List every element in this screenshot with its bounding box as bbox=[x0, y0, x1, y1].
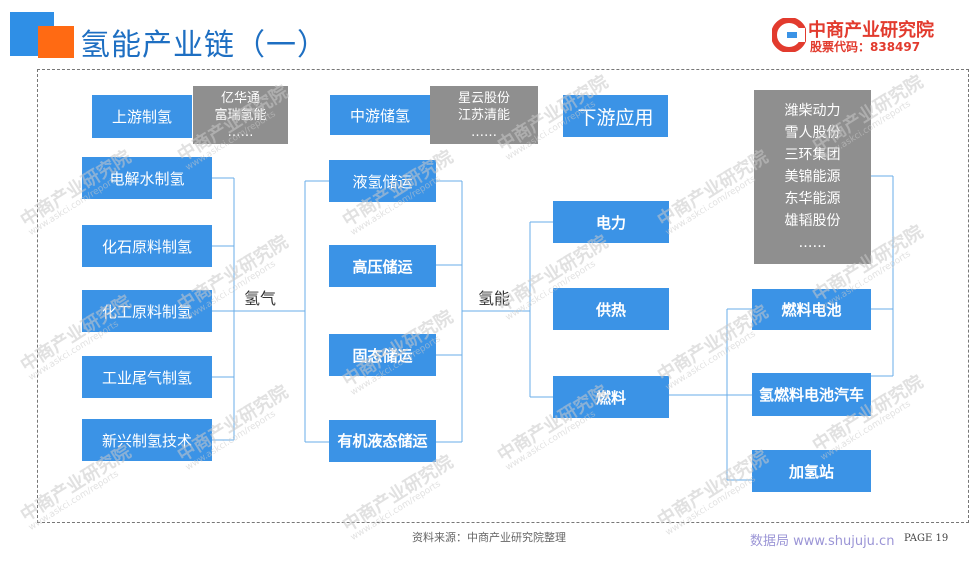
downstream-use: 供热 bbox=[553, 288, 669, 330]
midstream-method: 有机液态储运 bbox=[329, 420, 436, 462]
footer-site: 数据局 www.shujuju.cn bbox=[750, 534, 895, 549]
upstream-method-label: 电解水制氢 bbox=[109, 169, 185, 188]
midstream-companies: 星云股份 江苏清能 …… bbox=[430, 86, 538, 144]
fuel-use-label: 氢燃料电池汽车 bbox=[758, 385, 864, 404]
downstream-use: 燃料 bbox=[553, 376, 669, 418]
downstream-use-label: 燃料 bbox=[595, 388, 626, 407]
upstream-company: 亿华通 bbox=[220, 90, 260, 106]
midstream-method-label: 高压储运 bbox=[352, 257, 413, 276]
upstream-method-label: 化工原料制氢 bbox=[101, 302, 192, 321]
upstream-header: 上游制氢 bbox=[92, 95, 192, 138]
downstream-company: 东华能源 bbox=[784, 191, 841, 207]
midstream-header: 中游储氢 bbox=[330, 95, 430, 135]
upstream-companies: 亿华通 富瑞氢能 …… bbox=[193, 86, 288, 144]
downstream-company: 三环集团 bbox=[784, 147, 841, 163]
upstream-method-label: 化石原料制氢 bbox=[101, 237, 192, 256]
fuel-use: 加氢站 bbox=[752, 450, 871, 492]
hydrogen-energy-label: 氢能 bbox=[478, 289, 511, 308]
upstream-method: 工业尾气制氢 bbox=[82, 356, 212, 398]
title-square-orange bbox=[38, 26, 74, 58]
midstream-method-label: 固态储运 bbox=[352, 346, 413, 365]
upstream-method: 新兴制氢技术 bbox=[82, 419, 212, 461]
upstream-method-label: 工业尾气制氢 bbox=[101, 368, 192, 387]
upstream-method: 电解水制氢 bbox=[82, 157, 212, 199]
diagram-frame bbox=[37, 69, 969, 523]
upstream-method: 化石原料制氢 bbox=[82, 225, 212, 267]
downstream-company: 雄韬股份 bbox=[784, 213, 841, 229]
midstream-method: 高压储运 bbox=[329, 245, 436, 287]
downstream-company: 潍柴动力 bbox=[784, 103, 841, 119]
brand-stock-code: 股票代码：838497 bbox=[810, 40, 921, 54]
upstream-company: 富瑞氢能 bbox=[214, 107, 267, 123]
downstream-company: 雪人股份 bbox=[784, 125, 841, 141]
downstream-use-label: 电力 bbox=[595, 213, 626, 232]
upstream-company: …… bbox=[227, 124, 254, 140]
fuel-use: 氢燃料电池汽车 bbox=[752, 373, 871, 416]
downstream-company: …… bbox=[798, 235, 827, 251]
downstream-header-label: 下游应用 bbox=[577, 106, 654, 129]
downstream-header: 下游应用 bbox=[563, 95, 668, 137]
brand-name: 中商产业研究院 bbox=[808, 20, 934, 41]
hydrogen-gas-label: 氢气 bbox=[244, 289, 277, 308]
downstream-use: 电力 bbox=[553, 201, 669, 243]
midstream-header-label: 中游储氢 bbox=[349, 106, 410, 125]
upstream-header-label: 上游制氢 bbox=[111, 108, 172, 126]
midstream-method: 固态储运 bbox=[329, 334, 436, 376]
midstream-method-label: 液氢储运 bbox=[352, 172, 413, 191]
midstream-method-label: 有机液态储运 bbox=[337, 431, 428, 450]
midstream-method: 液氢储运 bbox=[329, 160, 436, 202]
downstream-company: 美锦能源 bbox=[784, 169, 841, 185]
page-number: PAGE 19 bbox=[904, 533, 949, 544]
midstream-company: …… bbox=[471, 124, 497, 140]
fuel-use-label: 加氢站 bbox=[788, 462, 834, 481]
brand-logo-icon bbox=[772, 18, 806, 52]
page-title: 氢能产业链（一） bbox=[80, 28, 328, 63]
upstream-method: 化工原料制氢 bbox=[82, 290, 212, 332]
fuel-use: 燃料电池 bbox=[752, 289, 871, 330]
downstream-use-label: 供热 bbox=[595, 300, 626, 319]
fuel-use-label: 燃料电池 bbox=[781, 301, 842, 319]
midstream-company: 江苏清能 bbox=[457, 107, 510, 123]
source-note: 资料来源：中商产业研究院整理 bbox=[412, 531, 566, 544]
midstream-company: 星云股份 bbox=[457, 90, 510, 106]
downstream-companies: 潍柴动力 雪人股份 三环集团 美锦能源 东华能源 雄韬股份 …… bbox=[754, 90, 871, 264]
upstream-method-label: 新兴制氢技术 bbox=[101, 431, 192, 450]
